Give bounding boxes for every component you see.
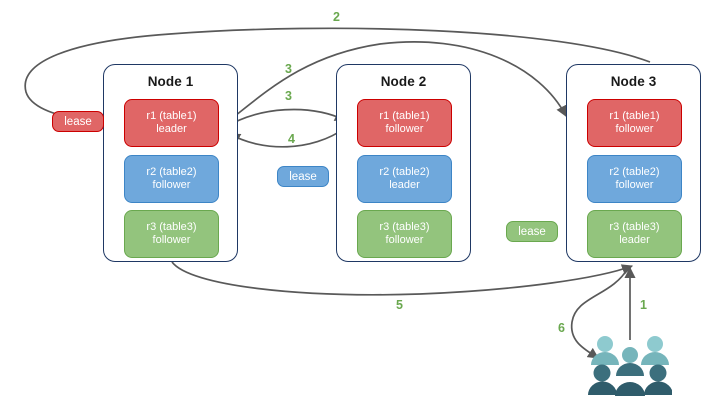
lease-badge-table3[interactable]: lease [506, 221, 558, 242]
replica-role: leader [619, 234, 650, 246]
replica-name: r2 (table2) [146, 165, 197, 178]
replica-r2-node3[interactable]: r2 (table2) follower [587, 155, 682, 203]
replica-role: follower [385, 234, 424, 246]
node-box-2[interactable]: Node 2 r1 (table1) follower r2 (table2) … [336, 64, 471, 262]
replica-name: r1 (table1) [609, 109, 660, 122]
replica-r3-node1[interactable]: r3 (table3) follower [124, 210, 219, 258]
replica-role: follower [615, 123, 654, 135]
node-box-1[interactable]: Node 1 r1 (table1) leader r2 (table2) fo… [103, 64, 238, 262]
step-label-2: 2 [333, 10, 340, 24]
replica-r1-node3[interactable]: r1 (table1) follower [587, 99, 682, 147]
replica-r2-node2[interactable]: r2 (table2) leader [357, 155, 452, 203]
step-label-5: 5 [396, 298, 403, 312]
arrow-step-5 [171, 261, 634, 296]
replica-name: r2 (table2) [379, 165, 430, 178]
person-front-left [588, 364, 617, 395]
lease-badge-table2[interactable]: lease [277, 166, 329, 187]
replica-r2-node1[interactable]: r2 (table2) follower [124, 155, 219, 203]
node-box-3[interactable]: Node 3 r1 (table1) follower r2 (table2) … [566, 64, 701, 262]
node-title-3: Node 3 [610, 74, 657, 89]
arrow-step-3-to-node3 [221, 41, 567, 127]
users-group-icon [588, 334, 673, 396]
replica-role: follower [152, 234, 191, 246]
step-label-3-lower: 3 [285, 89, 292, 103]
step-label-1: 1 [640, 298, 647, 312]
person-back-center [616, 347, 644, 376]
replica-role: follower [152, 179, 191, 191]
replica-role: follower [615, 179, 654, 191]
person-back-right [641, 336, 669, 365]
replica-role: leader [389, 179, 420, 191]
replica-name: r3 (table3) [609, 220, 660, 233]
replica-name: r1 (table1) [146, 109, 197, 122]
replica-name: r2 (table2) [609, 165, 660, 178]
step-label-3-upper: 3 [285, 62, 292, 76]
replica-r1-node1[interactable]: r1 (table1) leader [124, 99, 219, 147]
arrow-step-2 [24, 27, 651, 125]
replica-role: leader [156, 123, 187, 135]
step-label-6: 6 [558, 321, 565, 335]
node-title-2: Node 2 [380, 74, 427, 89]
replica-r3-node2[interactable]: r3 (table3) follower [357, 210, 452, 258]
lease-badge-table1[interactable]: lease [52, 111, 104, 132]
arrow-step-3-to-node2 [223, 108, 347, 129]
arrow-step-4 [229, 127, 346, 148]
replica-name: r1 (table1) [379, 109, 430, 122]
step-label-4: 4 [288, 132, 295, 146]
arrow-step-6 [570, 267, 629, 359]
replica-r3-node3[interactable]: r3 (table3) leader [587, 210, 682, 258]
replica-role: follower [385, 123, 424, 135]
replica-name: r3 (table3) [379, 220, 430, 233]
person-front-right [644, 364, 673, 395]
person-front-center [615, 382, 645, 396]
person-back-left [591, 336, 619, 365]
node-title-1: Node 1 [147, 74, 194, 89]
replica-name: r3 (table3) [146, 220, 197, 233]
replica-r1-node2[interactable]: r1 (table1) follower [357, 99, 452, 147]
